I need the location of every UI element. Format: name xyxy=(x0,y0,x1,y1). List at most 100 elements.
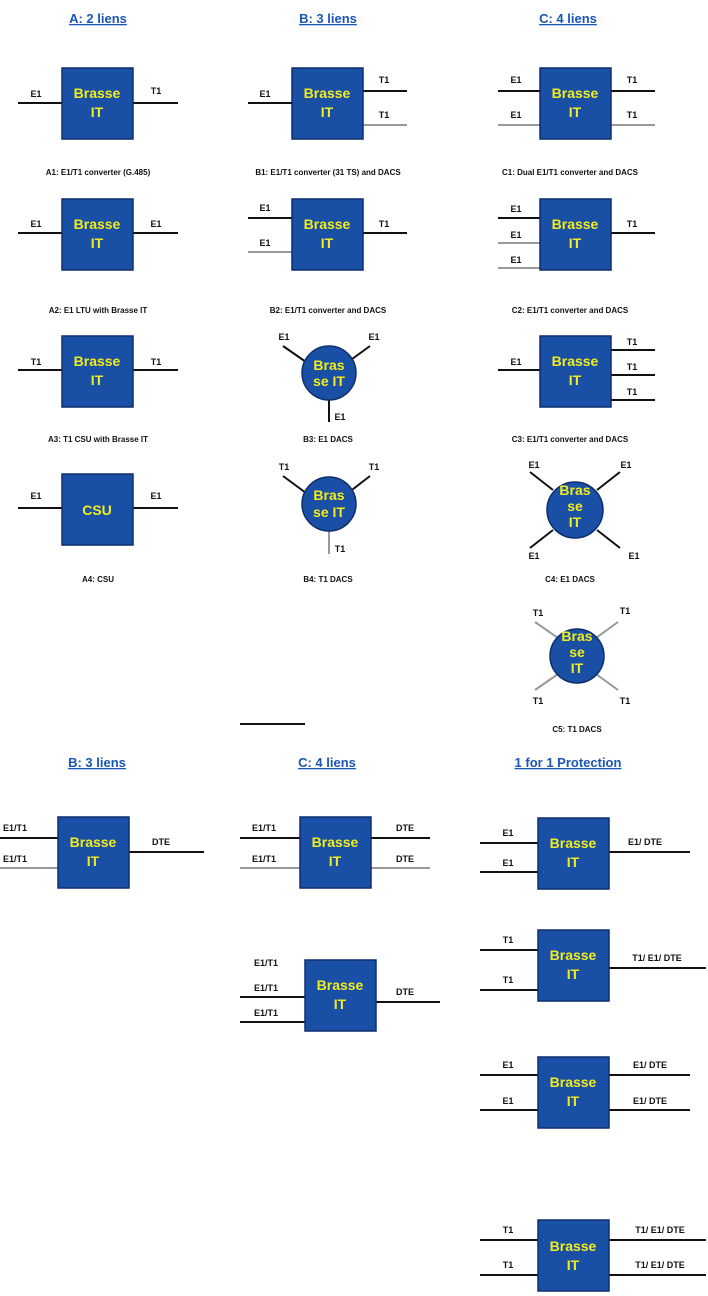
caption-b1: B1: E1/T1 converter (31 TS) and DACS xyxy=(255,168,401,177)
port-label: E1 xyxy=(259,89,270,99)
port-label: E1 xyxy=(368,332,379,342)
box-label: Brasse xyxy=(550,835,597,851)
box-label: IT xyxy=(571,660,584,676)
port-label: T1 xyxy=(620,696,631,706)
port-label: T1 xyxy=(627,387,638,397)
port-label: T1 xyxy=(627,219,638,229)
box-label: CSU xyxy=(82,502,112,518)
port-label: E1 xyxy=(30,219,41,229)
port-label: T1 xyxy=(627,110,638,120)
brasse-box-b2 xyxy=(291,198,364,271)
diagram-b1: Brasse IT E1 T1 T1 B1: E1/T1 converter (… xyxy=(248,67,407,177)
port-label: T1 xyxy=(627,75,638,85)
box-label: Brasse xyxy=(552,353,599,369)
box-label: Brasse xyxy=(304,216,351,232)
port-label: E1 xyxy=(628,551,639,561)
port-label: DTE xyxy=(396,854,414,864)
connection-line xyxy=(596,471,621,491)
port-label: E1 xyxy=(510,75,521,85)
caption-b4: B4: T1 DACS xyxy=(303,575,353,584)
diagram-a2: Brasse IT E1 E1 A2: E1 LTU with Brasse I… xyxy=(18,198,178,315)
caption-c4: C4: E1 DACS xyxy=(545,575,595,584)
caption-c2: C2: E1/T1 converter and DACS xyxy=(512,306,629,315)
port-label: T1/ E1/ DTE xyxy=(632,953,682,963)
port-label: T1 xyxy=(620,606,631,616)
port-label: E1 xyxy=(528,460,539,470)
brasse-box-p1 xyxy=(537,817,610,890)
box-label: IT xyxy=(569,104,582,120)
box-label: Brasse xyxy=(552,85,599,101)
diagram-c3: Brasse IT E1 T1 T1 T1 C3: E1/T1 converte… xyxy=(498,335,655,444)
connection-line xyxy=(595,673,619,691)
header-c: C: 4 liens xyxy=(539,11,597,26)
port-label: E1/T1 xyxy=(252,823,276,833)
box-label: se IT xyxy=(313,373,345,389)
port-label: T1 xyxy=(627,337,638,347)
connection-line xyxy=(534,621,559,639)
port-label: T1 xyxy=(151,357,162,367)
port-label: DTE xyxy=(152,837,170,847)
brasse-box-b1 xyxy=(291,67,364,140)
port-label: T1 xyxy=(503,935,514,945)
diagram-b2: Brasse IT E1 E1 T1 B2: E1/T1 converter a… xyxy=(248,198,407,315)
brasse-box-p3 xyxy=(537,1056,610,1129)
box-label: Brasse xyxy=(317,977,364,993)
port-label: E1 xyxy=(528,551,539,561)
port-label: E1 xyxy=(278,332,289,342)
caption-a3: A3: T1 CSU with Brasse IT xyxy=(48,435,148,444)
connection-line xyxy=(529,471,554,491)
port-label: E1/T1 xyxy=(254,983,278,993)
brasse-box-c2 xyxy=(539,198,612,271)
diagram-p4: Brasse IT T1 T1 T1/ E1/ DTE T1/ E1/ DTE xyxy=(480,1219,706,1292)
box-label: Bras xyxy=(561,628,592,644)
port-label: T1 xyxy=(369,462,380,472)
box-label: Brasse xyxy=(304,85,351,101)
port-label: DTE xyxy=(396,823,414,833)
port-label: DTE xyxy=(396,987,414,997)
box-label: IT xyxy=(569,514,582,530)
diagram-a4: CSU E1 E1 A4: CSU xyxy=(18,473,178,584)
caption-a1: A1: E1/T1 converter (G.485) xyxy=(46,168,151,177)
box-label: IT xyxy=(334,996,347,1012)
diagram-a3: Brasse IT T1 T1 A3: T1 CSU with Brasse I… xyxy=(18,335,178,444)
caption-a4: A4: CSU xyxy=(82,575,114,584)
brasse-box-e2 xyxy=(304,959,377,1032)
box-label: IT xyxy=(87,853,100,869)
port-label: E1/ DTE xyxy=(633,1060,667,1070)
port-label: E1/T1 xyxy=(254,958,278,968)
port-label: T1 xyxy=(31,357,42,367)
box-label: se xyxy=(569,644,585,660)
port-label: E1 xyxy=(259,238,270,248)
brasse-circle-b4 xyxy=(301,476,357,532)
connection-line xyxy=(596,529,621,549)
diagram-c5: Bras se IT T1 T1 T1 T1 C5: T1 DACS xyxy=(533,606,631,734)
brasse-circle-c5 xyxy=(549,628,605,684)
diagram-p2: Brasse IT T1 T1 T1/ E1/ DTE xyxy=(480,929,706,1002)
caption-b2: B2: E1/T1 converter and DACS xyxy=(270,306,387,315)
caption-a2: A2: E1 LTU with Brasse IT xyxy=(49,306,148,315)
connection-line xyxy=(595,621,619,639)
port-label: E1 xyxy=(502,828,513,838)
port-label: T1 xyxy=(279,462,290,472)
box-label: Brasse xyxy=(550,947,597,963)
caption-b3: B3: E1 DACS xyxy=(303,435,353,444)
port-label: T1 xyxy=(503,1260,514,1270)
box-label: IT xyxy=(567,854,580,870)
box-label: se IT xyxy=(313,504,345,520)
brasse-box-p4 xyxy=(537,1219,610,1292)
brasse-box-c1 xyxy=(539,67,612,140)
connection-line xyxy=(529,529,554,549)
box-label: IT xyxy=(569,235,582,251)
box-label: IT xyxy=(567,1093,580,1109)
header-b: B: 3 liens xyxy=(299,11,357,26)
diagram-c1: Brasse IT E1 E1 T1 T1 C1: Dual E1/T1 con… xyxy=(498,67,655,177)
box-label: Brasse xyxy=(312,834,359,850)
box-label: Brasse xyxy=(74,216,121,232)
diagram-a1: Brasse IT E1 T1 A1: E1/T1 converter (G.4… xyxy=(18,67,178,177)
csu-box-a4 xyxy=(61,473,134,546)
box-label: Brasse xyxy=(550,1238,597,1254)
header-protection: 1 for 1 Protection xyxy=(515,755,622,770)
diagram-e2: Brasse IT E1/T1 E1/T1 E1/T1 DTE xyxy=(240,723,440,1032)
diagram-d1: Brasse IT E1/T1 E1/T1 DTE xyxy=(0,816,204,889)
port-label: E1/T1 xyxy=(254,1008,278,1018)
